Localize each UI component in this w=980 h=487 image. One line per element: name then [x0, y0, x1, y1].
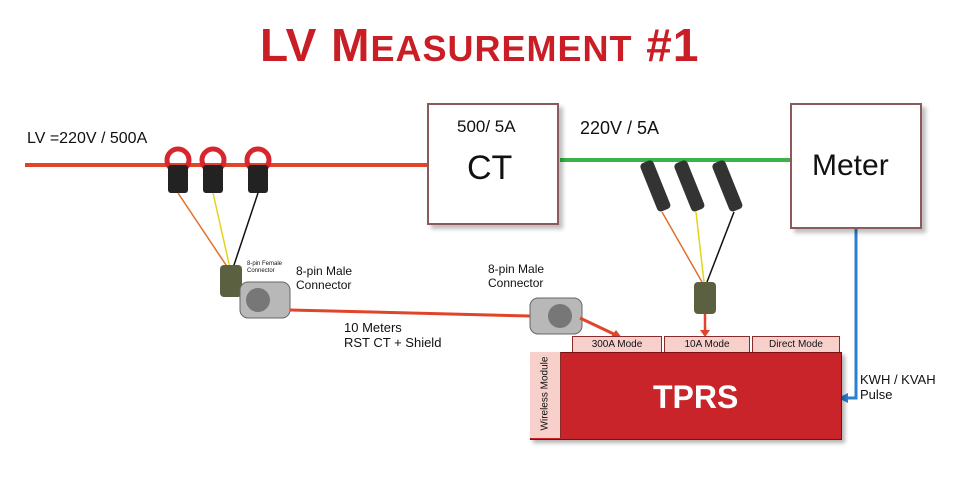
wireless-module-label: Wireless Module: [539, 356, 551, 431]
pulse-label-line1: KWH / KVAH: [860, 372, 936, 387]
female-connector-label: 8-pin Female Connector: [247, 261, 283, 274]
title-cap-m: M: [331, 19, 371, 71]
lv-line-label: LV =220V / 500A: [27, 130, 148, 147]
pulse-label-line2: Pulse: [860, 387, 893, 402]
pulse-label: KWH / KVAH Pulse: [860, 372, 936, 402]
male-connector-left-line1: 8-pin Male: [296, 264, 353, 278]
male-connector-left-label: 8-pin Male Connector: [296, 264, 352, 292]
clamp-ct-right-group: [640, 160, 743, 283]
tprs-box: TPRS: [530, 352, 842, 440]
clamp-icon: [244, 146, 272, 193]
cable-label: 10 Meters RST CT + Shield: [344, 320, 441, 350]
cable-line: [289, 308, 531, 318]
tprs-name-label: TPRS: [653, 379, 739, 415]
clamp-ct-left-group: [164, 146, 272, 269]
meter-name-label: Meter: [812, 149, 889, 182]
jaw-clamp-icon: [674, 160, 705, 212]
cable-to-300a: [579, 316, 619, 338]
title-number: #1: [646, 19, 700, 71]
title-word-lv: LV: [260, 19, 318, 71]
male-connector-right-line2: Connector: [488, 276, 544, 290]
arrow-head-icon: [700, 330, 710, 337]
ct-box: 500/ 5A CT: [427, 103, 559, 225]
cable-label-line2: RST CT + Shield: [344, 335, 442, 350]
male-connector-left-icon: [239, 281, 291, 319]
male-connector-right-icon: [529, 297, 583, 335]
mode-direct-tab: Direct Mode: [752, 336, 840, 354]
clamp-icon: [164, 146, 192, 193]
diagram-title: LV MEASUREMENT #1: [260, 18, 820, 72]
title-rest: EASUREMENT: [370, 28, 633, 69]
female-connector-right-icon: [694, 282, 716, 314]
ct-ratio-label: 500/ 5A: [457, 117, 516, 136]
cable-label-line1: 10 Meters: [344, 320, 402, 335]
male-connector-right-label: 8-pin Male Connector: [488, 262, 544, 290]
meter-box: Meter: [790, 103, 922, 229]
pulse-line: [842, 228, 858, 400]
wireless-module-panel: Wireless Module: [530, 352, 561, 438]
arrow-head-icon: [838, 393, 848, 403]
female-connector-icon: [220, 265, 242, 297]
clamp-icon: [199, 146, 227, 193]
ct-name-label: CT: [467, 149, 513, 187]
jaw-clamp-icon: [640, 160, 671, 212]
male-connector-left-line2: Connector: [296, 278, 352, 292]
jaw-clamp-icon: [712, 160, 743, 212]
secondary-line-label: 220V / 5A: [580, 118, 660, 138]
male-connector-right-line1: 8-pin Male: [488, 262, 545, 276]
